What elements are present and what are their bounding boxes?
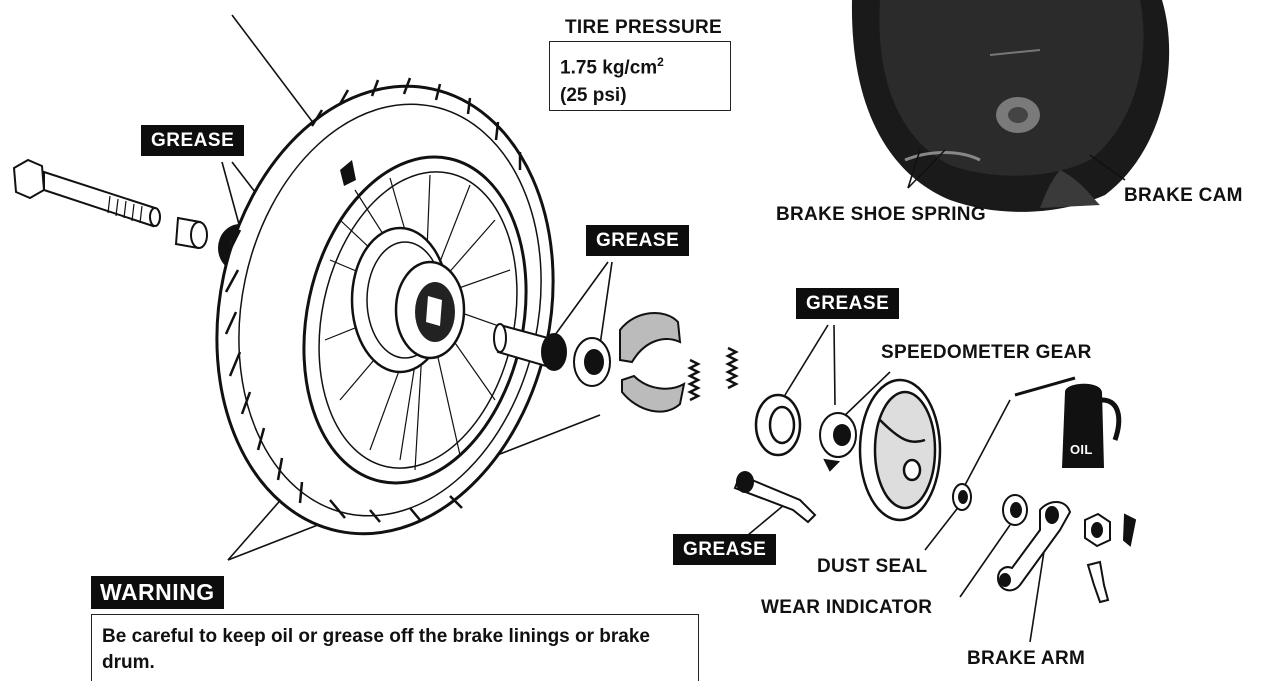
- arm-bolt: [1086, 560, 1110, 604]
- brake-panel: [858, 378, 942, 522]
- label-brake-cam: BRAKE CAM: [1124, 185, 1243, 206]
- oil-seal: [754, 393, 802, 457]
- arm-nut: [1084, 512, 1137, 548]
- grease-tag-seal: GREASE: [796, 288, 900, 319]
- warning-tag: WARNING: [91, 576, 224, 609]
- label-brake-shoe-spring: BRAKE SHOE SPRING: [776, 204, 986, 225]
- grease-tag-bearings: GREASE: [141, 125, 245, 156]
- dust-seal-part: [952, 483, 972, 511]
- speedometer-gear-part: [819, 412, 857, 472]
- label-brake-arm: BRAKE ARM: [967, 648, 1086, 669]
- grease-tag-shaft: GREASE: [673, 534, 777, 565]
- tire-pressure-box: 1.75 kg/cm2 (25 psi): [549, 41, 731, 111]
- oil-can-label: OIL: [1070, 442, 1093, 457]
- brake-arm-part: [996, 501, 1072, 592]
- warning-box: Be careful to keep oil or grease off the…: [91, 614, 699, 681]
- right-axle-sleeve: [493, 323, 567, 371]
- hub-spacer: [174, 216, 208, 250]
- front-wheel: [215, 77, 555, 536]
- tire-pressure-psi: (25 psi): [560, 85, 627, 107]
- wear-indicator-part: [1002, 494, 1028, 526]
- tire-pressure-title: TIRE PRESSURE: [565, 17, 722, 38]
- label-speedometer-gear: SPEEDOMETER GEAR: [881, 342, 1092, 363]
- right-bearing: [573, 337, 611, 387]
- speedometer-shaft: [733, 471, 817, 524]
- warning-text: Be careful to keep oil or grease off the…: [102, 626, 650, 673]
- grease-tag-axle: GREASE: [586, 225, 690, 256]
- tire-pressure-value: 1.75 kg/cm2: [560, 55, 664, 79]
- label-wear-indicator: WEAR INDICATOR: [761, 597, 933, 618]
- label-dust-seal: DUST SEAL: [817, 556, 928, 577]
- axle-bolt: [12, 158, 161, 228]
- brake-panel-photo: [851, 0, 1170, 212]
- brake-shoes: [619, 311, 686, 413]
- oil-can: [1014, 376, 1122, 468]
- brake-shoe-springs: [687, 346, 739, 402]
